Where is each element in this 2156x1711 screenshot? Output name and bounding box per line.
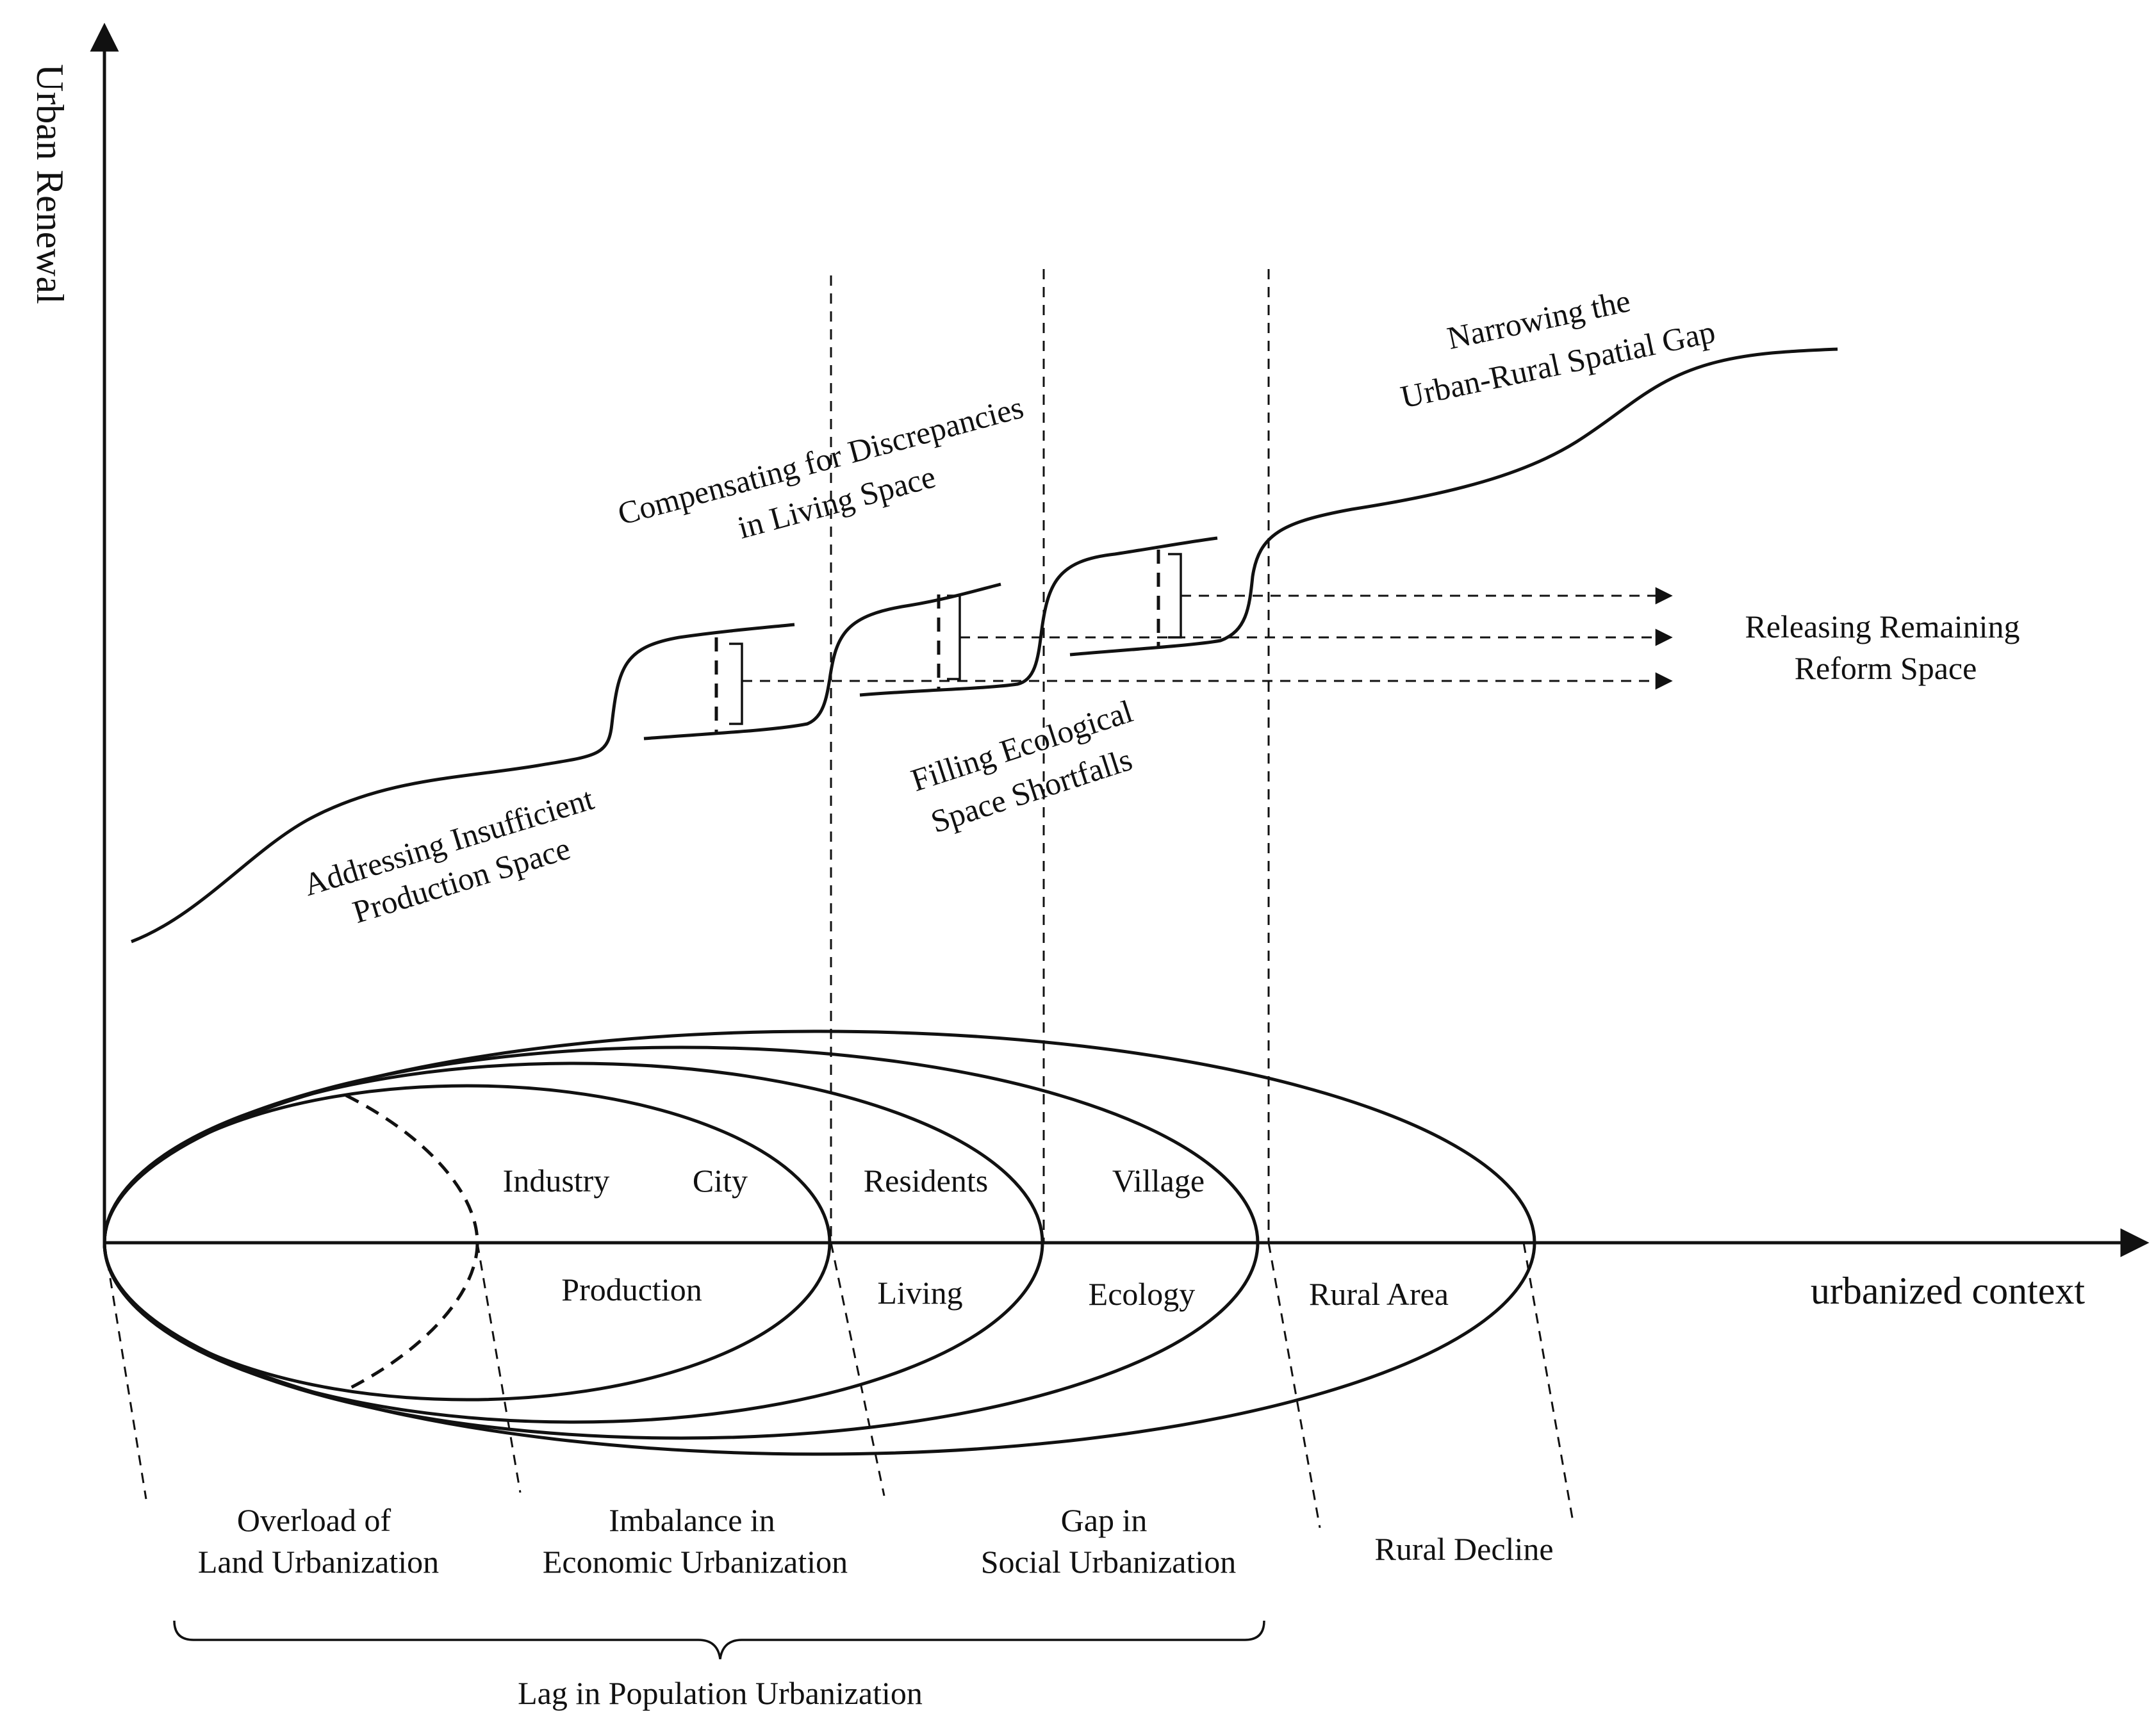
label-land-line1: Overload of <box>237 1502 391 1538</box>
curve-ecology <box>859 536 1218 697</box>
bottom-labels: Overload of Land Urbanization Imbalance … <box>173 1502 1554 1711</box>
curve-gap <box>1069 347 1838 657</box>
leader-5 <box>1522 1242 1574 1522</box>
region-labels: Industry City Residents Village Producti… <box>503 1163 1449 1312</box>
label-ecology: Ecology <box>1089 1276 1196 1312</box>
label-rural-area: Rural Area <box>1309 1276 1449 1312</box>
label-living: Living <box>877 1275 962 1311</box>
label-village: Village <box>1112 1163 1205 1199</box>
label-social-line2: Social Urbanization <box>981 1544 1237 1580</box>
label-population: Lag in Population Urbanization <box>518 1675 923 1711</box>
curve-living <box>643 582 1001 741</box>
bracket-3 <box>1168 553 1182 639</box>
curve-production <box>131 623 795 944</box>
label-residents: Residents <box>864 1163 988 1199</box>
space-ellipses <box>103 1029 1536 1456</box>
y-axis-label: Urban Renewal <box>29 64 71 304</box>
label-industry: Industry <box>503 1163 610 1199</box>
bracket-2 <box>947 594 961 680</box>
label-city: City <box>693 1163 748 1199</box>
release-arrows <box>742 587 1673 690</box>
label-land-line2: Land Urbanization <box>198 1544 439 1580</box>
leader-4 <box>1267 1242 1321 1528</box>
bottom-leaders <box>103 1242 1574 1528</box>
label-social-line1: Gap in <box>1061 1502 1148 1538</box>
leader-3 <box>830 1242 885 1496</box>
label-releasing-line2: Reform Space <box>1795 650 1977 686</box>
vertical-dividers <box>830 269 1270 1243</box>
x-axis-label: urbanized context <box>1811 1270 2085 1312</box>
axes: Urban Renewal urbanized context <box>29 22 2150 1312</box>
label-production: Production <box>561 1272 702 1307</box>
leader-1 <box>103 1242 147 1500</box>
label-economic-line2: Economic Urbanization <box>543 1544 848 1580</box>
city-boundary-dashed <box>345 1093 479 1392</box>
leader-2 <box>476 1242 522 1493</box>
label-rural-decline: Rural Decline <box>1374 1531 1553 1567</box>
label-releasing-line1: Releasing Remaining <box>1745 609 2020 644</box>
bracket-1 <box>729 643 743 725</box>
label-economic-line1: Imbalance in <box>609 1502 775 1538</box>
population-brace <box>173 1620 1265 1660</box>
